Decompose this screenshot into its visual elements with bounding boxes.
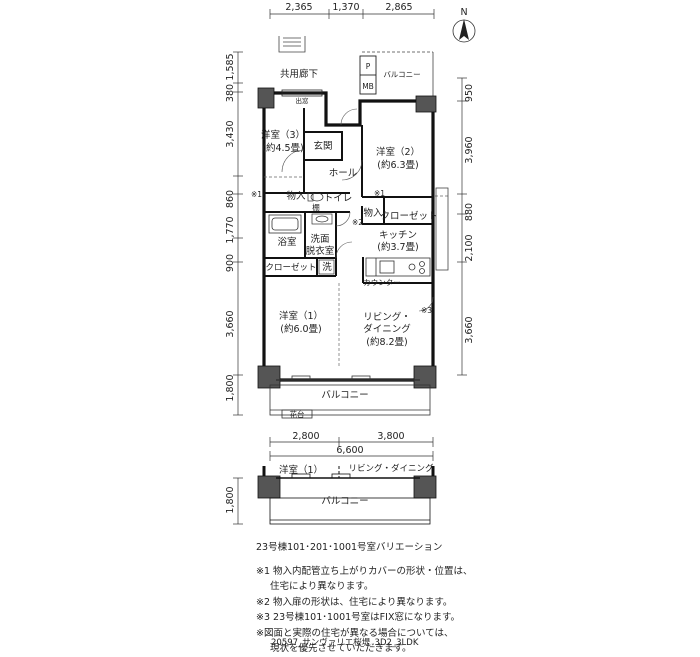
dim-right-2: 3,960 (464, 136, 475, 163)
p-label: P (366, 62, 371, 71)
dim-right-3: 880 (464, 203, 475, 221)
note-line: ※3 23号棟101･1001号室はFIX窓になります。 (256, 612, 460, 623)
toilet-fixture (307, 192, 324, 202)
note-line: ※1 物入内配管立ち上がりカバーの形状・位置は、 (256, 565, 473, 577)
room-monoire2: 物入 (363, 207, 383, 219)
room-youshitsu2: 洋室（2） (376, 146, 420, 158)
dim-left-5: 1,770 (225, 216, 236, 243)
room-closet2: クローゼット (265, 262, 316, 273)
dim-bottom-total: 6,600 (336, 445, 363, 456)
note-mark-2: ※2 (352, 218, 363, 227)
balcony-bottom-label: バルコニー (321, 390, 368, 401)
dashed-lines (264, 176, 450, 367)
mb-label: MB (362, 82, 374, 91)
kitchen-counter (365, 257, 431, 277)
washbasin (311, 213, 333, 225)
dim-bottom-2: 3,800 (377, 431, 404, 442)
right-dimension-line (457, 77, 467, 376)
room-monoire1: 物入 (286, 190, 306, 202)
left-dimension-line (233, 51, 243, 416)
bottom-dimension-lines (269, 437, 434, 461)
bay-window (281, 89, 323, 97)
note-line: ※図面と実際の住宅が異なる場合については、 (256, 627, 454, 639)
dim-top-2: 1,370 (332, 2, 359, 13)
corridor-label: 共用廊下 (280, 68, 318, 80)
note-mark-3: ※3 (421, 306, 432, 315)
notes-block: 23号棟101･201･1001号室バリエーション ※1 物入内配管立ち上がりカ… (256, 540, 696, 657)
room-youshitsu2-area: (約6.3畳) (377, 159, 419, 171)
room-youshitsu3: 洋室（3） (261, 129, 305, 141)
structural-columns (257, 87, 437, 389)
washing-machine (318, 259, 335, 275)
balcony-top-label: バルコニー (383, 70, 420, 79)
room-senmen-2: 脱衣室 (306, 245, 335, 257)
variation-dimension-line (233, 477, 243, 525)
room-living-2: ダイニング (363, 323, 411, 335)
kadai-label: 花台 (290, 409, 305, 419)
corridor-area (278, 36, 434, 101)
mb-pipe-space (359, 55, 377, 95)
dim-left-4: 860 (225, 190, 236, 208)
dim-left-8: 1,800 (225, 374, 236, 401)
room-kitchen: キッチン (379, 230, 417, 241)
north-label: N (460, 7, 467, 18)
room-tana: 棚 (312, 202, 320, 212)
balcony-side-frame (435, 187, 449, 271)
note-line: 住宅により異なります。 (270, 581, 374, 592)
dim-left-1: 1,585 (225, 53, 236, 80)
top-dimension-line (269, 9, 435, 19)
room-living-area: (約8.2畳) (366, 336, 408, 348)
dim-top-1: 2,365 (285, 2, 312, 13)
room-genkan: 玄関 (313, 140, 332, 152)
dim-bottom-1: 2,800 (292, 431, 319, 442)
variation-caption: 23号棟101･201･1001号室バリエーション (256, 542, 443, 553)
room-youshitsu1: 洋室（1） (279, 310, 323, 322)
variation-living: リビング・ダイニング (348, 463, 434, 474)
dim-left-3: 3,430 (225, 120, 236, 147)
window-label: 出窓 (296, 96, 310, 105)
room-youshitsu3-area: (約4.5畳) (262, 142, 304, 154)
dim-top-3: 2,865 (385, 2, 412, 13)
room-kitchen-area: (約3.7畳) (377, 241, 419, 253)
room-hall: ホール (329, 168, 358, 179)
interior-walls (264, 108, 433, 284)
room-toilet: トイレ (324, 193, 353, 204)
dim-right-4: 2,100 (464, 234, 475, 261)
room-youshitsu1-area: (約6.0畳) (280, 323, 322, 335)
footer-filename: 20597_サンヴァリエ桜堤_3D2_3LDK (271, 638, 419, 648)
note-mark-1a: ※1 (251, 190, 262, 199)
dim-left-7: 3,660 (225, 310, 236, 337)
variation-youshitsu1: 洋室（1） (279, 464, 323, 476)
room-bathroom: 浴室 (277, 236, 296, 248)
room-wash: 洗 (322, 261, 332, 273)
note-line: ※2 物入扉の形状は、住宅により異なります。 (256, 596, 453, 608)
room-senmen-1: 洗面 (310, 233, 329, 245)
room-closet1: クローゼット (380, 210, 437, 222)
balcony-bottom (269, 375, 431, 419)
dim-left-6: 900 (225, 254, 236, 272)
variation-balcony: バルコニー (321, 496, 368, 507)
dim-right-1: 950 (464, 84, 475, 102)
dim-left-2: 380 (225, 84, 236, 102)
counter-label: カウンター (363, 278, 401, 287)
dim-variation-left: 1,800 (225, 486, 236, 513)
variation-plan (257, 466, 437, 525)
room-living-1: リビング・ (363, 311, 411, 323)
north-arrow-icon (452, 19, 476, 43)
dim-right-5: 3,660 (464, 316, 475, 343)
door-swings (281, 108, 434, 312)
note-line: 現状を優先させていただきます。 (270, 643, 412, 654)
note-mark-1b: ※1 (374, 189, 385, 198)
bathtub (268, 214, 302, 234)
